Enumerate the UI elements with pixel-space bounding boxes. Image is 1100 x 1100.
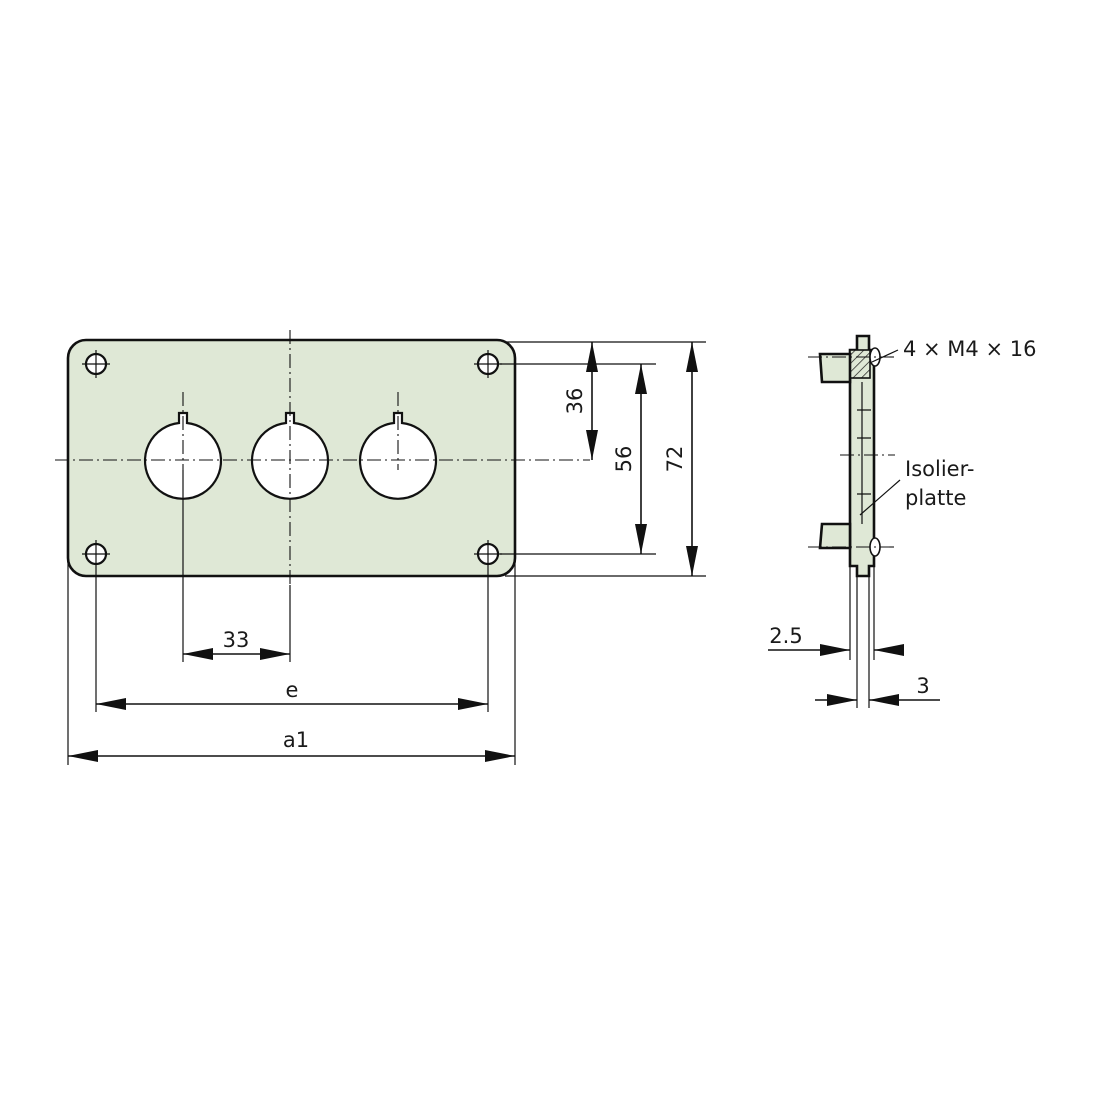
front-view: 33 e a1 36 — [55, 330, 706, 765]
label-a1: a1 — [283, 728, 309, 752]
side-view: 4 × M4 × 16 Isolier- platte 2.5 3 — [768, 334, 1036, 708]
side-top-bush — [818, 352, 852, 384]
screw-spec-label: 4 × M4 × 16 — [903, 337, 1036, 361]
label-36: 36 — [563, 388, 587, 415]
dimension-72: 72 — [663, 342, 698, 576]
label-56: 56 — [612, 446, 636, 473]
label-e: e — [286, 678, 299, 702]
dimension-e: e — [96, 678, 488, 710]
screw-section-hatch — [849, 349, 871, 379]
side-bottom-bush — [818, 522, 852, 550]
mounting-holes — [82, 350, 502, 568]
center-lines — [55, 330, 590, 585]
extension-lines-right — [500, 341, 706, 577]
insulating-plate-label-line1: Isolier- — [905, 457, 974, 481]
label-72: 72 — [663, 446, 687, 473]
label-3: 3 — [916, 674, 929, 698]
dimension-a1: a1 — [68, 728, 515, 762]
dimension-3: 3 — [815, 674, 940, 706]
cutout-right — [358, 411, 438, 500]
dimension-56: 56 — [612, 364, 647, 554]
cutout-left — [143, 411, 223, 500]
extension-lines-bottom — [67, 470, 516, 765]
label-2-5: 2.5 — [769, 624, 802, 648]
button-cutouts — [143, 411, 438, 500]
label-33: 33 — [223, 628, 250, 652]
insulating-plate-label-line2: platte — [905, 486, 966, 510]
dimension-33: 33 — [183, 628, 290, 660]
dimension-36: 36 — [563, 342, 598, 460]
dimension-2-5: 2.5 — [768, 624, 904, 656]
